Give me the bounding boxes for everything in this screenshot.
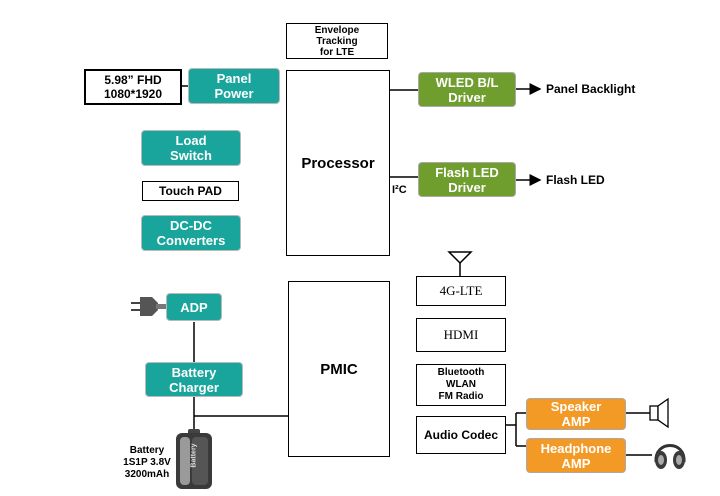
- flash-led-driver-block: Flash LED Driver: [418, 162, 516, 197]
- touch-pad-block: Touch PAD: [142, 181, 239, 201]
- load-switch-block: Load Switch: [141, 130, 241, 166]
- pmic-block: PMIC: [288, 281, 390, 457]
- plug-icon: [131, 297, 166, 316]
- envelope-tracking-block: Envelope Tracking for LTE: [286, 23, 388, 59]
- display-spec-block: 5.98” FHD 1080*1920: [84, 69, 182, 105]
- dcdc-converters-block: DC-DC Converters: [141, 215, 241, 251]
- speaker-icon: [649, 397, 669, 429]
- panel-backlight-label: Panel Backlight: [546, 82, 636, 96]
- battery-icon: [176, 429, 212, 489]
- wireless-block: Bluetooth WLAN FM Radio: [416, 364, 506, 406]
- panel-power-block: Panel Power: [188, 68, 280, 104]
- headphone-icon: [654, 444, 686, 469]
- wled-driver-block: WLED B/L Driver: [418, 72, 516, 107]
- processor-block: Processor: [286, 70, 390, 256]
- lte-block: 4G-LTE: [416, 276, 506, 306]
- antenna-icon: [447, 251, 473, 276]
- battery-spec-label: Battery 1S1P 3.8V 3200mAh: [123, 445, 171, 480]
- headphone-amp-block: Headphone AMP: [526, 438, 626, 473]
- flash-led-label: Flash LED: [546, 173, 605, 187]
- speaker-amp-block: Speaker AMP: [526, 398, 626, 430]
- i2c-label: I²C: [392, 184, 407, 196]
- battery-cell-label: Battery: [190, 443, 198, 468]
- hdmi-block: HDMI: [416, 318, 506, 352]
- audio-codec-block: Audio Codec: [416, 416, 506, 454]
- adp-block: ADP: [166, 293, 222, 321]
- battery-charger-block: Battery Charger: [145, 362, 243, 397]
